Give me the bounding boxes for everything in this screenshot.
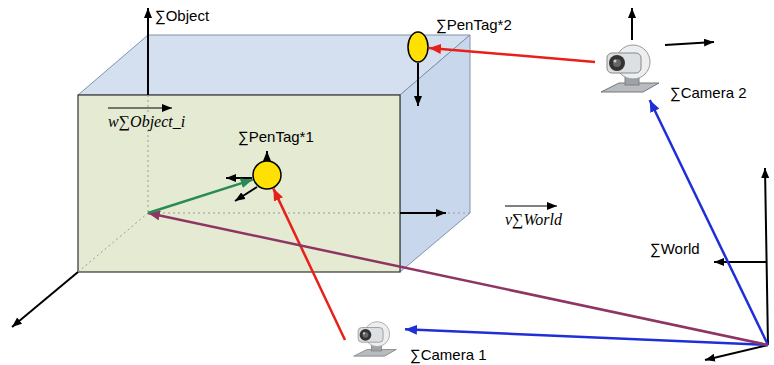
- object-box: ∑Object∑PenTag*1∑PenTag*2: [78, 35, 470, 272]
- axis-arrow: [705, 345, 768, 360]
- camera-node: ∑Camera 1: [345, 318, 515, 364]
- node-label: ∑Camera 1: [410, 346, 487, 363]
- lens-glint: [363, 332, 365, 334]
- cube-front-face: [78, 95, 400, 272]
- label-holder: ∑Camera 1: [410, 346, 487, 364]
- purple-vector: [148, 213, 768, 345]
- camera-head: [607, 53, 641, 73]
- camera-icon: [345, 318, 405, 362]
- world-frame: ∑World: [645, 160, 772, 350]
- label-holder: ∑Object: [155, 7, 209, 25]
- axis-arrow: [714, 261, 766, 263]
- node-label: ∑World: [650, 240, 700, 257]
- axis-arrow: [235, 187, 257, 201]
- axis-arrow: [631, 8, 633, 40]
- axis-arrow: [417, 63, 419, 106]
- pen-tag: ∑PenTag*2: [407, 31, 429, 63]
- label-holder: ∑PenTag*1: [236, 128, 316, 146]
- camera-head: [358, 328, 383, 343]
- vector-arrow: [108, 108, 172, 109]
- axis-arrow: [400, 212, 446, 214]
- camera-node: ∑Camera 2: [595, 40, 755, 102]
- hidden-edge: [78, 213, 148, 272]
- label-holder: v∑World: [505, 211, 562, 229]
- lens-glint: [614, 60, 617, 63]
- label-holder: ∑PenTag*2: [436, 16, 512, 34]
- axis-arrow: [147, 8, 149, 95]
- axis-arrow: [665, 42, 714, 45]
- pen-tag: ∑PenTag*1: [252, 160, 282, 190]
- pen-tag-marker: [253, 161, 281, 189]
- camera-icon: [595, 40, 665, 100]
- axis-arrow: [12, 272, 78, 327]
- red-vector: [429, 48, 595, 62]
- axis-arrow: [266, 151, 268, 160]
- green-vector: [148, 180, 253, 213]
- axis-arrow: [226, 177, 252, 179]
- cube-side-face: [400, 35, 470, 272]
- vector-label: v∑World: [505, 211, 562, 228]
- red-vector: [273, 189, 345, 340]
- pen-tag-shape: [407, 31, 429, 63]
- label-holder: ∑Camera 2: [670, 84, 747, 102]
- vector-label: w∑Object_i: [106, 113, 187, 130]
- axis-arrow: [765, 168, 768, 345]
- blue-vector: [650, 100, 768, 345]
- label-holder: ∑World: [650, 240, 700, 258]
- node-label: ∑Camera 2: [670, 84, 747, 101]
- pen-tag-marker: [408, 32, 428, 62]
- node-label: ∑Object: [155, 7, 209, 24]
- hidden-edge: [148, 213, 470, 214]
- pen-tag-shape: [252, 160, 282, 190]
- camera-lens: [609, 55, 625, 71]
- camera-lens: [360, 329, 372, 341]
- camera-lens: [613, 59, 621, 67]
- node-label: ∑PenTag*2: [436, 16, 512, 33]
- camera-lens: [363, 332, 369, 338]
- blue-vector: [405, 329, 768, 345]
- label-holder: w∑Object_i: [106, 113, 187, 131]
- vector-arrow: [505, 206, 557, 207]
- node-label: ∑PenTag*1: [236, 128, 316, 145]
